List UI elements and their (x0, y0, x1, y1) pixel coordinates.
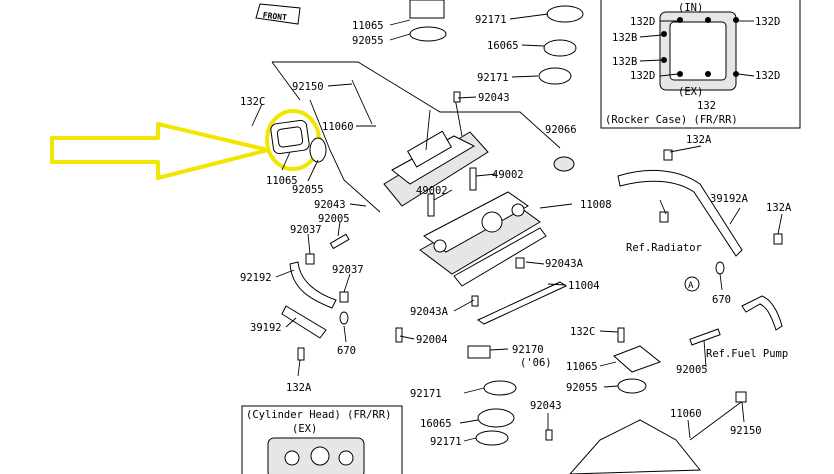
cyl-ex-label: (EX) (292, 423, 317, 435)
label-92066: 92066 (545, 124, 577, 136)
hose-clamps-top (409, 0, 584, 85)
label-11065-top: 11065 (352, 20, 384, 32)
label-92037-a: 92037 (290, 224, 322, 236)
inset-132d-1: 132D (630, 16, 655, 28)
label-49002-a: 49002 (416, 185, 448, 197)
label-92043-top: 92043 (478, 92, 510, 104)
highlight-arrow (50, 122, 270, 180)
label-132c-low: 132C (570, 326, 595, 338)
label-ref-fuel-pump: Ref.Fuel Pump (706, 348, 788, 360)
label-92043a-right: 92043A (545, 258, 584, 270)
label-92171-low2: 92171 (430, 436, 462, 448)
inset-132-label: 132 (697, 100, 716, 112)
fuel-pump-pipe (689, 295, 783, 346)
upper-cover (383, 109, 489, 207)
cap-92066 (553, 156, 575, 172)
label-670-left: 670 (337, 345, 356, 357)
label-92004: 92004 (416, 334, 448, 346)
label-92055-low: 92055 (566, 382, 598, 394)
label-11004: 11004 (568, 280, 600, 292)
label-16065-top: 16065 (487, 40, 519, 52)
label-92171-top: 92171 (475, 14, 507, 26)
label-92170: 92170 (512, 344, 544, 356)
stud-bolts (329, 79, 525, 343)
label-92150-top: 92150 (292, 81, 324, 93)
svg-text:FRONT: FRONT (262, 11, 287, 22)
inset-132d-2: 132D (755, 16, 780, 28)
part-labels: 11065 92055 92171 16065 92171 92043 9206… (240, 14, 792, 448)
gasket-11004 (476, 281, 568, 325)
label-92043-left: 92043 (314, 199, 346, 211)
label-132a-left: 132A (286, 382, 312, 394)
label-92170-year: ('06) (520, 357, 552, 369)
label-92043-low: 92043 (530, 400, 562, 412)
label-49002-b: 49002 (492, 169, 524, 181)
label-circle-a: A (688, 281, 694, 291)
inset-132d-4: 132D (755, 70, 780, 82)
cylinder-head-inset: (Cylinder Head) (FR/RR) (EX) (241, 405, 403, 474)
cyl-title: (Cylinder Head) (FR/RR) (246, 409, 391, 421)
lower-assembly (467, 327, 747, 474)
label-92055-top: 92055 (352, 35, 384, 47)
label-92005-right: 92005 (676, 364, 708, 376)
label-11065-left: 11065 (266, 175, 298, 187)
rocker-cover-outline (271, 61, 561, 213)
label-132a-right: 132A (766, 202, 792, 214)
inset-in-label: (IN) (678, 2, 703, 14)
rocker-case-inset: (IN) 132D 132D 132B 132B 132D 132D (EX) … (600, 0, 801, 129)
label-92037-b: 92037 (332, 264, 364, 276)
label-11065-low: 11065 (566, 361, 598, 373)
inset-132b-1: 132B (612, 32, 637, 44)
label-92150-low: 92150 (730, 425, 762, 437)
radiator-pipe (617, 149, 783, 275)
label-92192: 92192 (240, 272, 272, 284)
front-mark: FRONT (255, 3, 301, 25)
inset-ex-label: (EX) (678, 86, 703, 98)
label-92171-low: 92171 (410, 388, 442, 400)
inset-132b-2: 132B (612, 56, 637, 68)
label-92055-left: 92055 (292, 184, 324, 196)
gasket-11060-left (270, 119, 327, 163)
label-ref-radiator: Ref.Radiator (626, 242, 702, 254)
label-92043a-left: 92043A (410, 306, 449, 318)
label-132a-top: 132A (686, 134, 712, 146)
label-11060-low: 11060 (670, 408, 702, 420)
inset-132d-3: 132D (630, 70, 655, 82)
label-39192-left: 39192 (250, 322, 282, 334)
water-pipe-left (281, 253, 349, 361)
cylinder-head (419, 191, 547, 287)
label-11008: 11008 (580, 199, 612, 211)
circle-a-marker (684, 276, 700, 292)
leader-lines (251, 13, 783, 442)
label-92005-left: 92005 (318, 213, 350, 225)
label-670-right: 670 (712, 294, 731, 306)
label-16065-low: 16065 (420, 418, 452, 430)
inset-title: (Rocker Case) (FR/RR) (605, 114, 738, 126)
label-92171-b: 92171 (477, 72, 509, 84)
label-132c-left: 132C (240, 96, 265, 108)
label-11060-left: 11060 (322, 121, 354, 133)
label-39192a: 39192A (710, 193, 749, 205)
